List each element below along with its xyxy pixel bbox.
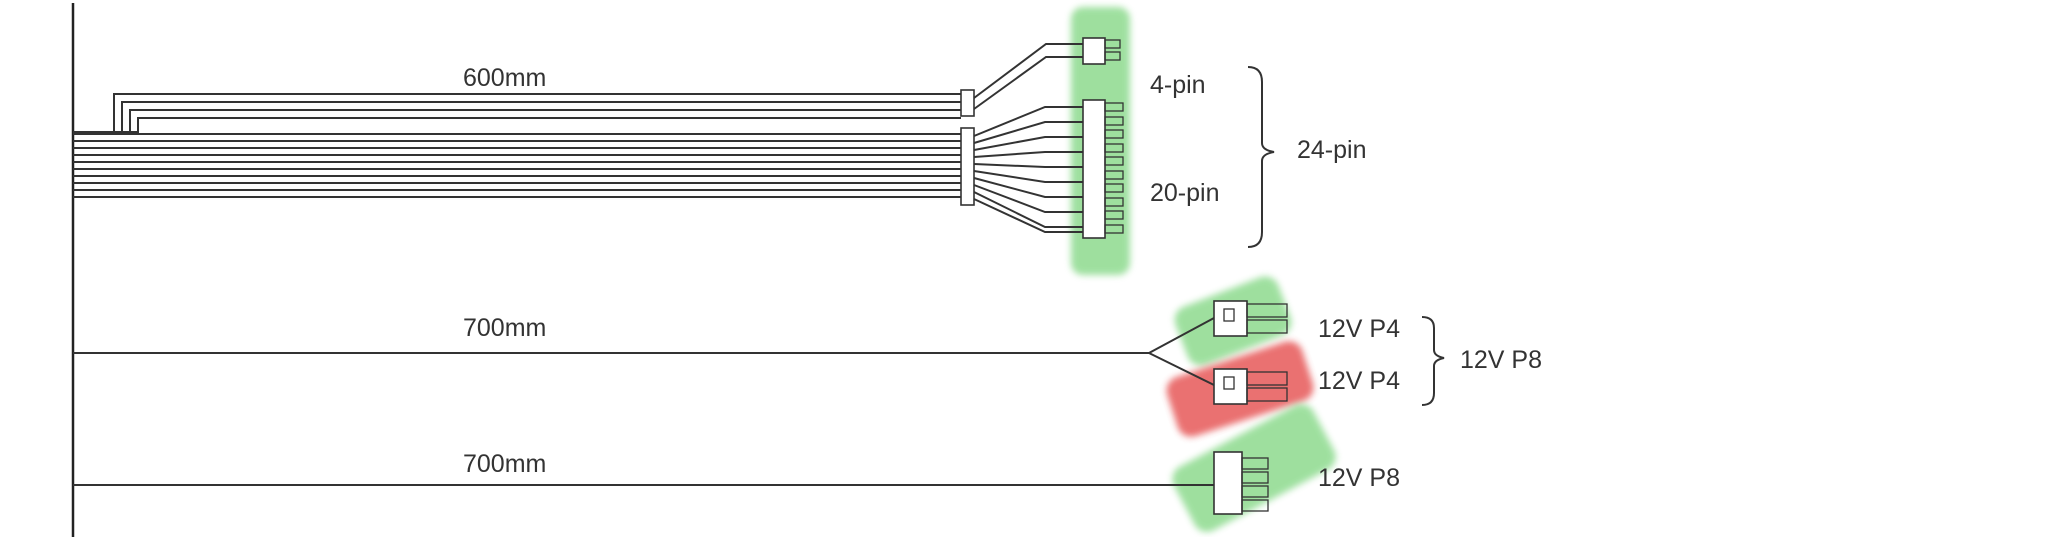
eps-split-combined-label: 12V P8	[1460, 346, 1542, 374]
atx-brace	[1247, 66, 1275, 248]
p8-highlight	[1172, 404, 1336, 532]
atx-cable: 600mm 4-pin 20-pin 24-pin	[73, 37, 1367, 248]
highlights	[1071, 7, 1336, 532]
p8-connector	[1213, 451, 1269, 515]
twenty-pin-clamp	[960, 127, 975, 206]
upper-p4-label: 12V P4	[1318, 315, 1400, 343]
eps-split-cable: 700mm 12V P4 12V P4 12V P8	[73, 300, 1542, 406]
four-pin-wire	[73, 93, 961, 133]
p8-label: 12V P8	[1318, 464, 1400, 492]
upper-p4-connector	[1213, 300, 1288, 337]
twenty-pin-bundle	[73, 133, 961, 198]
four-pin-wire	[73, 117, 961, 133]
four-pin-clamp	[960, 89, 975, 117]
lower-p4-connector	[1213, 368, 1288, 405]
four-pin-connector	[1082, 37, 1121, 65]
four-pin-wire	[73, 109, 961, 133]
four-pin-label: 4-pin	[1150, 71, 1206, 99]
lower-p4-label: 12V P4	[1318, 367, 1400, 395]
eps-split-length-label: 700mm	[463, 314, 546, 342]
atx-length-label: 600mm	[463, 64, 546, 92]
twenty-pin-connector	[1082, 99, 1124, 239]
eps-cable: 700mm 12V P8	[73, 450, 1400, 515]
twenty-pin-fanout	[973, 106, 1083, 233]
twenty-pin-label: 20-pin	[1150, 179, 1220, 207]
twenty-four-pin-label: 24-pin	[1297, 136, 1367, 164]
eps-split-brace	[1421, 316, 1445, 406]
eps-length-label: 700mm	[463, 450, 546, 478]
